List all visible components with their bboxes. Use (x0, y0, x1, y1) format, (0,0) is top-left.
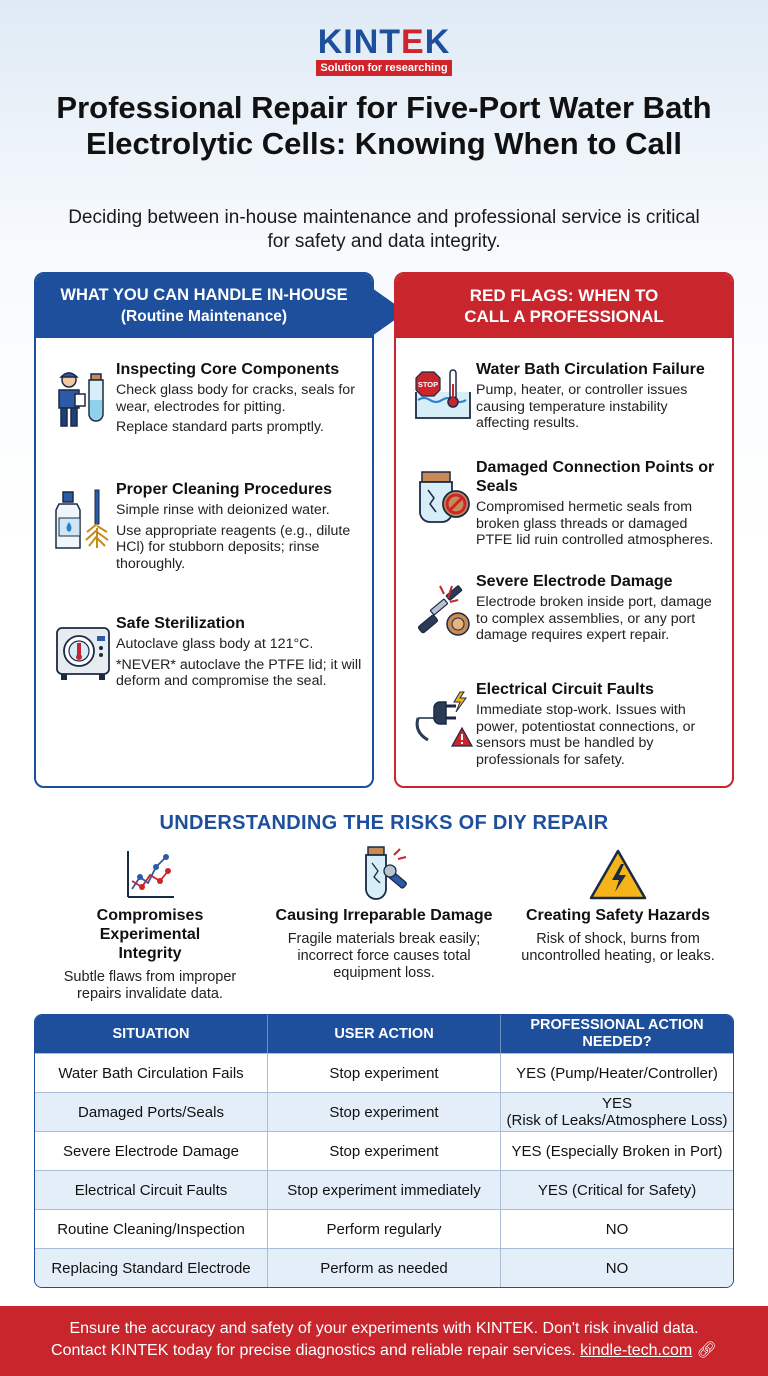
svg-text:STOP: STOP (418, 380, 438, 389)
table-row: Electrical Circuit Faults Stop experimen… (35, 1170, 733, 1209)
item-title: Severe Electrode Damage (476, 573, 673, 590)
list-item: Severe Electrode Damage Electrode broken… (410, 572, 722, 648)
item-title: Safe Sterilization (116, 615, 245, 632)
item-text: Autoclave glass body at 121°C. (116, 636, 314, 652)
footer-banner: Ensure the accuracy and safety of your e… (0, 1306, 768, 1376)
table-cell: NO (605, 1220, 629, 1238)
item-title: Damaged Connection Points or Seals (476, 459, 715, 495)
item-text: Use appropriate reagents (e.g., dilute H… (116, 522, 351, 572)
footer-line-2-text: Contact KINTEK today for precise diagnos… (51, 1342, 576, 1359)
water-bath-stop-icon: STOP (410, 360, 476, 436)
electrical-plug-warning-icon (410, 680, 476, 772)
table-cell: Stop experiment (268, 1093, 501, 1131)
red-flags-panel-header: RED FLAGS: WHEN TO CALL A PROFESSIONAL (396, 274, 732, 338)
cleaning-bottle-brush-icon (50, 480, 116, 576)
decision-table: SITUATION USER ACTION PROFESSIONAL ACTIO… (34, 1014, 734, 1288)
table-row: Replacing Standard Electrode Perform as … (35, 1248, 733, 1287)
item-title: Inspecting Core Components (116, 361, 340, 378)
risk-text: Subtle flaws from improper repairs inval… (63, 969, 237, 1002)
table-cell: YES (Especially Broken in Port) (511, 1142, 723, 1160)
table-cell: Severe Electrode Damage (35, 1132, 268, 1170)
table-cell: YES (Risk of Leaks/Atmosphere Loss) (506, 1095, 728, 1129)
broken-tube-wrench-icon (264, 846, 504, 904)
red-flags-heading: RED FLAGS: WHEN TO CALL A PROFESSIONAL (464, 286, 664, 326)
table-cell: Perform regularly (268, 1210, 501, 1248)
risk-item: Compromises Experimental Integrity Subtl… (30, 846, 270, 1003)
item-text: *NEVER* autoclave the PTFE lid; it will … (116, 656, 362, 690)
list-item: Inspecting Core Components Check glass b… (50, 360, 362, 440)
page-subtitle: Deciding between in-house maintenance an… (68, 207, 700, 252)
risks-heading: UNDERSTANDING THE RISKS OF DIY REPAIR (159, 812, 609, 834)
table-cell: Electrical Circuit Faults (35, 1171, 268, 1209)
risk-text: Fragile materials break easily; incorrec… (287, 931, 481, 981)
item-text: Simple rinse with deionized water. (116, 502, 330, 518)
table-cell: YES (Critical for Safety) (537, 1181, 697, 1199)
item-title: Proper Cleaning Procedures (116, 481, 333, 498)
page-title: Professional Repair for Five-Port Water … (56, 90, 712, 161)
item-title: Electrical Circuit Faults (476, 681, 654, 698)
table-row: Routine Cleaning/Inspection Perform regu… (35, 1209, 733, 1248)
risk-item: Causing Irreparable Damage Fragile mater… (264, 846, 504, 982)
table-header-row: SITUATION USER ACTION PROFESSIONAL ACTIO… (35, 1015, 733, 1053)
external-link-icon: 🔗︎ (696, 1342, 717, 1359)
table-cell: Replacing Standard Electrode (35, 1249, 268, 1287)
table-header-cell: PROFESSIONAL ACTION NEEDED? (530, 1017, 704, 1050)
in-house-subheading: (Routine Maintenance) (120, 308, 288, 325)
table-cell: Perform as needed (268, 1249, 501, 1287)
footer-line-1: Ensure the accuracy and safety of your e… (69, 1320, 699, 1337)
logo-wordmark: KINTEK (317, 23, 451, 61)
table-row: Damaged Ports/Seals Stop experiment YES … (35, 1092, 733, 1131)
broken-seal-icon (410, 458, 476, 553)
list-item: STOP Water Bath Circulation Failure Pump… (410, 360, 722, 436)
risk-item: Creating Safety Hazards Risk of shock, b… (498, 846, 738, 965)
table-cell: YES (Pump/Heater/Controller) (516, 1064, 718, 1082)
list-item: Damaged Connection Points or Seals Compr… (410, 458, 722, 553)
logo-tagline: Solution for researching (316, 60, 452, 76)
table-cell: Stop experiment immediately (268, 1171, 501, 1209)
table-header-cell: SITUATION (35, 1015, 268, 1053)
list-item: Proper Cleaning Procedures Simple rinse … (50, 480, 362, 576)
table-cell: NO (605, 1259, 629, 1277)
in-house-heading: WHAT YOU CAN HANDLE IN-HOUSE (60, 286, 348, 304)
item-text: Check glass body for cracks, seals for w… (116, 382, 355, 415)
in-house-panel: WHAT YOU CAN HANDLE IN-HOUSE (Routine Ma… (34, 272, 374, 788)
item-title: Water Bath Circulation Failure (476, 361, 705, 378)
table-cell: Damaged Ports/Seals (35, 1093, 268, 1131)
footer-line-2: Contact KINTEK today for precise diagnos… (0, 1340, 768, 1362)
website-link[interactable]: kindle-tech.com (580, 1342, 693, 1359)
item-text: Compromised hermetic seals from broken g… (476, 499, 714, 548)
table-row: Water Bath Circulation Fails Stop experi… (35, 1053, 733, 1092)
item-text: Electrode broken inside port, damage to … (476, 594, 712, 643)
table-row: Severe Electrode Damage Stop experiment … (35, 1131, 733, 1170)
autoclave-icon (50, 614, 116, 694)
item-text: Pump, heater, or controller issues causi… (476, 382, 688, 431)
table-header-cell: USER ACTION (268, 1015, 501, 1053)
logo: KINTEK Solution for researching (0, 24, 768, 76)
list-item: Electrical Circuit Faults Immediate stop… (410, 680, 722, 772)
risk-title: Compromises Experimental Integrity (96, 907, 204, 962)
item-text: Replace standard parts promptly. (116, 419, 324, 435)
risk-text: Risk of shock, burns from uncontrolled h… (521, 931, 715, 964)
table-cell: Routine Cleaning/Inspection (35, 1210, 268, 1248)
item-text: Immediate stop-work. Issues with power, … (476, 702, 696, 768)
table-cell: Stop experiment (268, 1132, 501, 1170)
table-cell: Stop experiment (268, 1054, 501, 1092)
red-flags-panel: RED FLAGS: WHEN TO CALL A PROFESSIONAL S… (394, 272, 734, 788)
in-house-panel-header: WHAT YOU CAN HANDLE IN-HOUSE (Routine Ma… (36, 274, 372, 338)
broken-electrode-icon (410, 572, 476, 648)
scatter-chart-icon (30, 846, 270, 904)
risk-title: Causing Irreparable Damage (275, 907, 493, 924)
list-item: Safe Sterilization Autoclave glass body … (50, 614, 362, 694)
high-voltage-warning-icon (498, 846, 738, 904)
technician-inspecting-icon (50, 360, 116, 440)
table-cell: Water Bath Circulation Fails (35, 1054, 268, 1092)
risk-title: Creating Safety Hazards (525, 907, 711, 924)
